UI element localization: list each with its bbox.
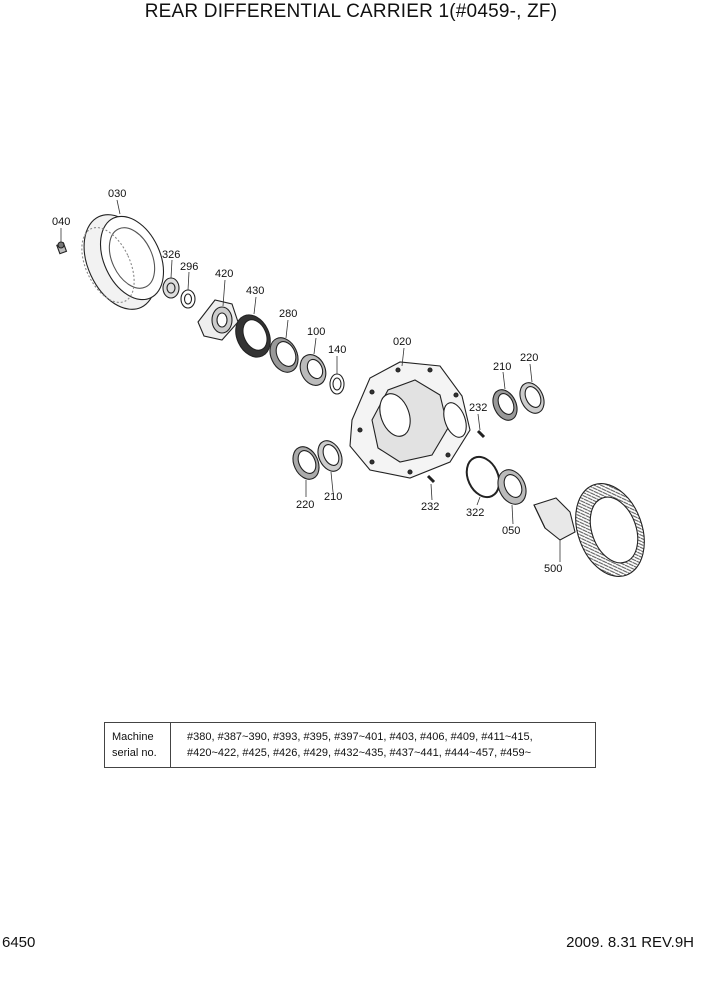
part-280-ring	[269, 337, 299, 373]
label-500: 500	[544, 563, 562, 575]
label-210-lower: 210	[324, 491, 342, 503]
label-326: 326	[162, 249, 180, 261]
part-040-bolt	[56, 241, 68, 255]
serial-table-header: Machine serial no.	[105, 723, 171, 767]
part-326-nut	[162, 277, 180, 299]
serial-values-line1: #380, #387~390, #393, #395, #397~401, #4…	[187, 731, 533, 743]
part-030-drum	[81, 214, 165, 310]
part-020-housing	[349, 361, 471, 479]
label-030: 030	[108, 188, 126, 200]
part-220-lower-bearing-cone	[292, 446, 320, 480]
serial-header-line1: Machine	[112, 731, 154, 743]
part-220-upper-bearing-cone	[519, 382, 545, 414]
page-title: REAR DIFFERENTIAL CARRIER 1(#0459-, ZF)	[144, 1, 558, 22]
part-420-flange	[197, 299, 239, 341]
part-430-seal	[235, 314, 271, 358]
part-210-upper-bearing-cup	[492, 389, 518, 421]
label-020: 020	[393, 336, 411, 348]
label-140: 140	[328, 344, 346, 356]
label-220-lower: 220	[296, 499, 314, 511]
revision-date: 2009. 8.31 REV.9H	[566, 934, 694, 951]
part-322-o-ring	[465, 455, 501, 499]
part-296-washer	[180, 289, 196, 309]
label-232-upper: 232	[469, 402, 487, 414]
page-code: 6450	[2, 934, 36, 951]
part-100-bearing	[299, 354, 327, 386]
serial-table-values: #380, #387~390, #393, #395, #397~401, #4…	[171, 723, 533, 767]
label-296: 296	[180, 261, 198, 273]
part-140-ring	[329, 373, 345, 395]
label-040: 040	[52, 216, 70, 228]
label-050: 050	[502, 525, 520, 537]
part-210-lower-bearing-cup	[317, 440, 343, 472]
label-322: 322	[466, 507, 484, 519]
label-420: 420	[215, 268, 233, 280]
label-210-upper: 210	[493, 361, 511, 373]
leader-lines	[60, 199, 561, 562]
label-100: 100	[307, 326, 325, 338]
serial-number-table: Machine serial no. #380, #387~390, #393,…	[104, 722, 596, 768]
serial-header-line2: serial no.	[112, 747, 157, 759]
label-232-lower: 232	[421, 501, 439, 513]
label-220-upper: 220	[520, 352, 538, 364]
part-232-upper-pin	[476, 429, 486, 439]
label-280: 280	[279, 308, 297, 320]
part-500-gear-set	[533, 483, 645, 577]
serial-values-line2: #420~422, #425, #426, #429, #432~435, #4…	[187, 747, 532, 759]
part-232-lower-pin	[426, 474, 436, 484]
part-050-bearing	[497, 469, 527, 505]
label-430: 430	[246, 285, 264, 297]
